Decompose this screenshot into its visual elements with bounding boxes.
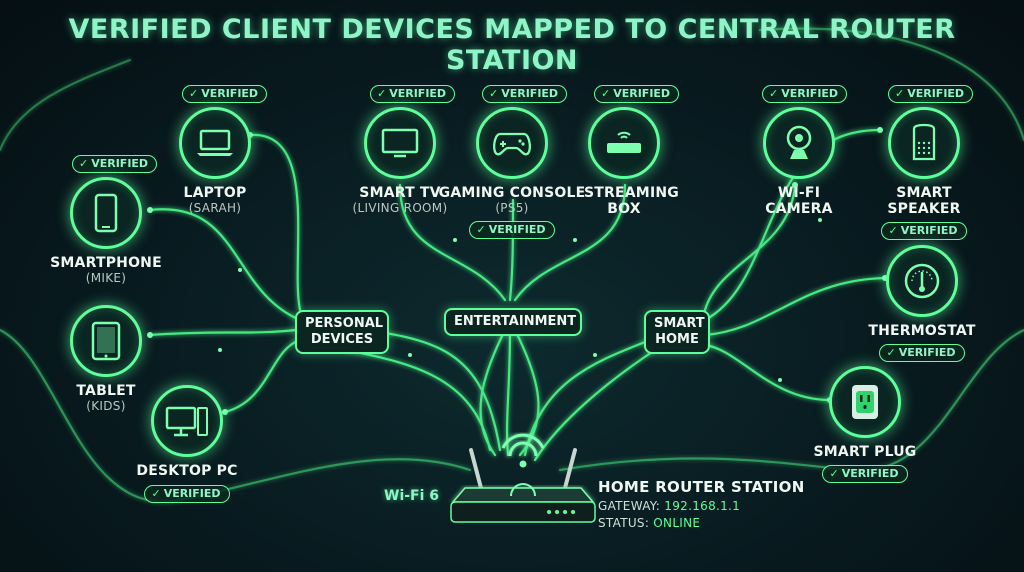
device-label: THERMOSTAT <box>868 323 976 339</box>
device-gaming-console[interactable]: GAMING CONSOLE (PS5) ✓VERIFIED <box>432 107 592 239</box>
speaker-icon <box>888 107 960 179</box>
device-smart-plug[interactable]: SMART PLUG ✓VERIFIED <box>785 366 945 483</box>
wifi-standard-label: Wi-Fi 6 <box>384 488 440 504</box>
gateway-value: 192.168.1.1 <box>664 499 741 513</box>
device-label: STREAMING BOX <box>584 185 679 217</box>
router-info[interactable]: HOME ROUTER STATION GATEWAY: 192.168.1.1… <box>598 478 805 530</box>
verified-badge-console-top: ✓VERIFIED <box>482 82 568 103</box>
router-icon <box>450 433 596 523</box>
verified-badge-plug: ✓VERIFIED <box>785 462 945 483</box>
verified-badge-speaker: ✓VERIFIED <box>844 219 1004 240</box>
status-value: ONLINE <box>653 516 701 530</box>
verified-badge-thermostat: ✓VERIFIED <box>842 341 1002 362</box>
wire-tv <box>398 183 507 302</box>
wire-streaming <box>513 183 627 302</box>
device-label: GAMING CONSOLE <box>438 185 586 201</box>
device-location: (LIVING ROOM) <box>352 201 448 215</box>
verified-badge-tv: ✓VERIFIED <box>370 82 456 103</box>
device-wifi-camera[interactable]: WI-FI CAMERA <box>719 107 879 217</box>
device-streaming-box[interactable]: STREAMING BOX <box>544 107 704 217</box>
device-laptop[interactable]: LAPTOP (SARAH) <box>135 107 295 216</box>
verified-badge-console: ✓VERIFIED <box>432 218 592 239</box>
wire-desktop <box>223 338 302 414</box>
tv-icon <box>364 107 436 179</box>
device-label: SMART PLUG <box>813 444 917 460</box>
verified-badge-speaker-top: ✓VERIFIED <box>888 82 974 103</box>
device-label: SMART TV <box>359 185 441 201</box>
page-title: VERIFIED CLIENT DEVICES MAPPED TO CENTRA… <box>68 14 956 76</box>
smartphone-icon <box>70 177 142 249</box>
device-owner: (MIKE) <box>85 271 127 285</box>
device-thermostat[interactable]: THERMOSTAT ✓VERIFIED <box>842 245 1002 362</box>
camera-icon <box>763 107 835 179</box>
device-label: SMART SPEAKER <box>887 185 961 217</box>
desktop-icon <box>151 385 223 457</box>
device-desktop-pc[interactable]: DESKTOP PC ✓VERIFIED <box>107 385 267 503</box>
device-label: LAPTOP <box>183 185 247 201</box>
wire-smartphone <box>148 208 302 322</box>
category-personal-devices[interactable]: PERSONAL DEVICES <box>295 310 389 354</box>
device-smart-tv[interactable]: SMART TV (LIVING ROOM) <box>320 107 480 216</box>
wire-thermostat <box>703 276 887 337</box>
device-label: TABLET <box>76 383 136 399</box>
wire-speaker <box>703 128 882 322</box>
category-entertainment[interactable]: ENTERTAINMENT <box>444 308 582 336</box>
verified-badge-streaming: ✓VERIFIED <box>594 82 680 103</box>
device-owner: (KIDS) <box>86 399 126 413</box>
device-label: DESKTOP PC <box>136 463 238 479</box>
tablet-icon <box>70 305 142 377</box>
plug-icon <box>829 366 901 438</box>
device-owner: (SARAH) <box>188 201 242 215</box>
wire-laptop <box>248 133 302 312</box>
device-smart-speaker[interactable]: SMART SPEAKER ✓VERIFIED <box>844 107 1004 240</box>
router-title: HOME ROUTER STATION <box>598 478 805 496</box>
verified-badge-camera: ✓VERIFIED <box>762 82 848 103</box>
streaming-box-icon <box>588 107 660 179</box>
device-tablet[interactable]: TABLET (KIDS) <box>26 305 186 414</box>
thermostat-icon <box>886 245 958 317</box>
verified-badge-laptop: ✓VERIFIED <box>182 82 268 103</box>
gamepad-icon <box>476 107 548 179</box>
device-label: WI-FI CAMERA <box>765 185 833 217</box>
laptop-icon <box>179 107 251 179</box>
wire-console <box>508 198 515 302</box>
router-status: STATUS: ONLINE <box>598 516 701 530</box>
category-smart-home[interactable]: SMART HOME <box>644 310 710 354</box>
wire-tablet <box>148 328 298 337</box>
device-label: SMARTPHONE <box>50 255 162 271</box>
wire-camera <box>703 183 797 312</box>
wire-plug <box>703 343 832 402</box>
router-gateway: GATEWAY: 192.168.1.1 <box>598 499 741 513</box>
verified-badge-smartphone: ✓VERIFIED <box>72 152 158 173</box>
device-model: (PS5) <box>495 201 529 215</box>
verified-badge-desktop: ✓VERIFIED <box>107 482 267 503</box>
device-smartphone[interactable]: SMARTPHONE (MIKE) <box>26 177 186 286</box>
